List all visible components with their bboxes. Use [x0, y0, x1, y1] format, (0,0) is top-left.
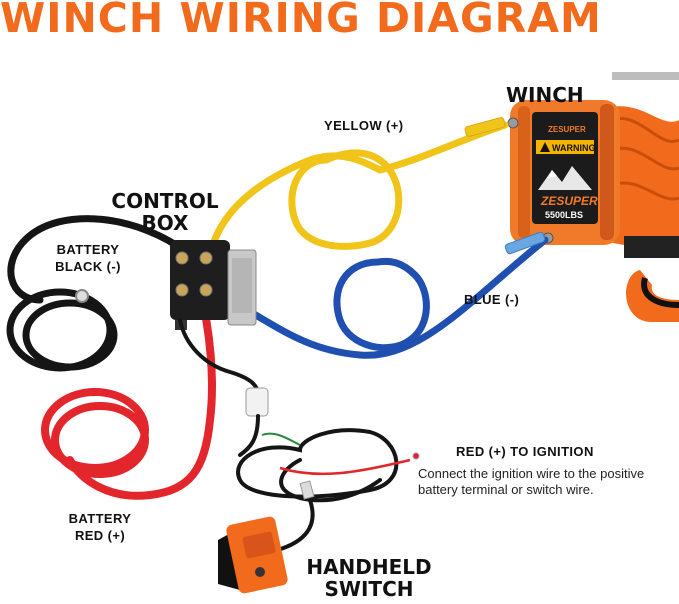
winch-rod	[612, 72, 679, 80]
red-ignition-label: RED (+) TO IGNITION	[456, 444, 594, 459]
control-cable	[178, 318, 260, 397]
yellow-wire	[206, 117, 509, 259]
ignition-wire	[279, 458, 411, 476]
blue-wire	[224, 231, 549, 359]
battery-black-label: BATTERY BLACK (-)	[55, 242, 121, 274]
plug-connector	[245, 387, 269, 417]
decal-brand-small: ZESUPER	[548, 125, 586, 134]
blue-wire-label: BLUE (-)	[464, 292, 520, 307]
red-battery-wire	[41, 286, 216, 500]
decal-model-text: 5500LBS	[545, 210, 583, 220]
page-title: WINCH WIRING DIAGRAM	[0, 0, 602, 42]
yellow-wire-label: YELLOW (+)	[324, 118, 404, 133]
winch: WARNING ZESUPER 5500LBS ZESUPER	[507, 72, 679, 322]
control-box	[170, 240, 257, 330]
ignition-note: Connect the ignition wire to the positiv…	[418, 466, 645, 497]
handheld-switch-label: HANDHELD SWITCH	[306, 555, 432, 601]
black-battery-wire	[6, 215, 194, 372]
control-box-label: CONTROL BOX	[111, 189, 219, 235]
decal-warning-text: WARNING	[552, 143, 596, 153]
handheld-switch	[218, 516, 288, 594]
decal-brand-text: ZESUPER	[540, 194, 598, 208]
winch-label: WINCH	[506, 83, 584, 107]
battery-red-label: BATTERY RED (+)	[68, 511, 132, 543]
